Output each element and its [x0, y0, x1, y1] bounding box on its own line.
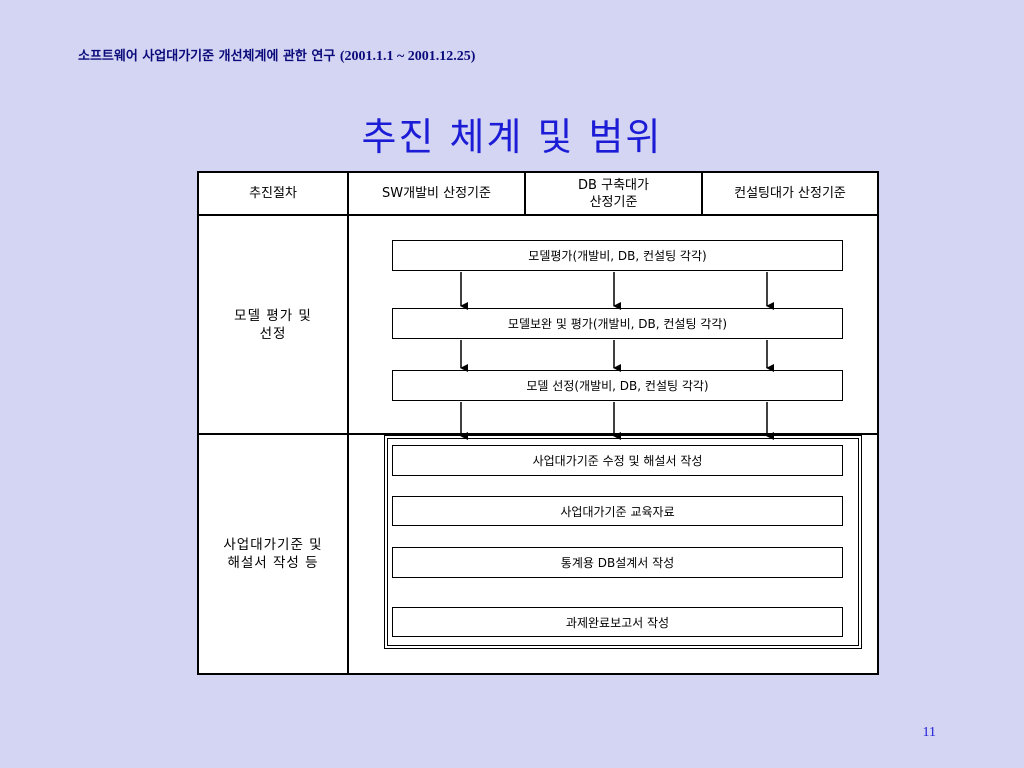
row-label-standards-writing: 사업대가기준 및 해설서 작성 등 — [223, 537, 323, 571]
step-training-material: 사업대가기준 교육자료 — [392, 496, 843, 526]
slide-header: 소프트웨어 사업대가기준 개선체계에 관한 연구 (2001.1.1 ~ 200… — [78, 45, 475, 65]
step-db-design: 통계용 DB설계서 작성 — [392, 547, 843, 578]
deliverables-frame-outer — [384, 435, 862, 649]
step-model-selection: 모델 선정(개발비, DB, 컨설팅 각각) — [392, 370, 843, 401]
table-bottom-border — [197, 673, 879, 675]
header-cell-db-cost: DB 구축대가 산정기준 — [578, 177, 649, 210]
column-divider-1 — [347, 171, 349, 675]
table-right-border — [877, 171, 879, 675]
slide-title: 추진 체계 및 범위 — [361, 115, 663, 159]
header-range: (2001.1.1 ~ 2001.12.25) — [339, 49, 476, 64]
table-header-bottom — [197, 214, 879, 216]
column-divider-2 — [524, 171, 526, 216]
table-row-divider — [197, 433, 879, 435]
header-text: 소프트웨어 사업대가기준 개선체계에 관한 연구 — [78, 49, 336, 64]
row-label-model-evaluation: 모델 평가 및 선정 — [234, 307, 312, 342]
table-top-border — [197, 171, 879, 173]
step-model-evaluation: 모델평가(개발비, DB, 컨설팅 각각) — [392, 240, 843, 271]
header-cell-procedure: 추진절차 — [249, 186, 297, 201]
header-cell-sw-cost: SW개발비 산정기준 — [382, 186, 491, 201]
page-number: 11 — [922, 725, 936, 740]
header-cell-consulting-cost: 컨설팅대가 산정기준 — [734, 186, 846, 201]
step-model-revision: 모델보완 및 평가(개발비, DB, 컨설팅 각각) — [392, 308, 843, 339]
step-standards-revision: 사업대가기준 수정 및 해설서 작성 — [392, 445, 843, 476]
step-final-report: 과제완료보고서 작성 — [392, 607, 843, 637]
table-left-border — [197, 171, 199, 675]
column-divider-3 — [701, 171, 703, 216]
deliverables-frame-inner — [387, 438, 859, 646]
